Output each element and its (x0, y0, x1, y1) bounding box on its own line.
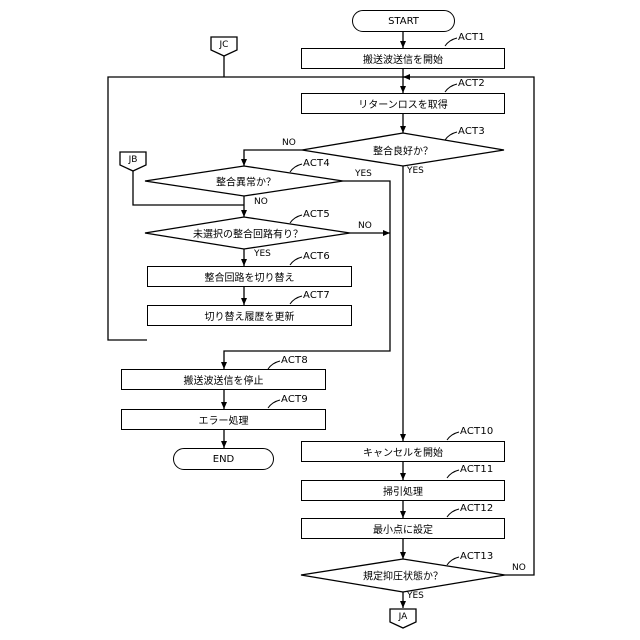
end-terminal: END (173, 448, 274, 470)
decision-act5-text: 未選択の整合回路有り？ (193, 226, 303, 241)
act13-no-label: NO (512, 563, 526, 573)
line-loop-return (108, 77, 403, 340)
start-label: START (388, 16, 419, 27)
process-act2-text: リターンロスを取得 (358, 96, 448, 111)
act7-id: ACT7 (303, 290, 330, 301)
process-act9: エラー処理 (121, 409, 326, 430)
process-act6-text: 整合回路を切り替え (205, 269, 295, 284)
act3-id: ACT3 (458, 126, 485, 137)
process-act1-text: 搬送波送信を開始 (363, 51, 443, 66)
process-act11: 掃引処理 (301, 480, 505, 501)
act3-no-label: NO (282, 138, 296, 148)
decision-act4-text: 整合異常か？ (216, 174, 276, 189)
end-label: END (213, 454, 235, 465)
act5-yes-label: YES (254, 249, 271, 259)
act10-id: ACT10 (460, 426, 493, 437)
act4-id: ACT4 (303, 158, 330, 169)
act9-id: ACT9 (281, 394, 308, 405)
act4-yes-label: YES (355, 169, 372, 179)
process-act12: 最小点に設定 (301, 518, 505, 539)
process-act6: 整合回路を切り替え (147, 266, 352, 287)
process-act12-text: 最小点に設定 (373, 521, 433, 536)
act13-yes-label: YES (407, 591, 424, 601)
process-act10: キャンセルを開始 (301, 441, 505, 462)
act13-id: ACT13 (460, 551, 493, 562)
process-act11-text: 掃引処理 (383, 483, 423, 498)
process-act1: 搬送波送信を開始 (301, 48, 505, 69)
decision-act13-text: 規定抑圧状態か？ (363, 568, 443, 583)
act5-id: ACT5 (303, 209, 330, 220)
act2-id: ACT2 (458, 78, 485, 89)
connector-ja-label: JA (399, 612, 408, 622)
start-terminal: START (352, 10, 455, 32)
process-act9-text: エラー処理 (199, 412, 249, 427)
connector-jb-label: JB (129, 155, 138, 165)
arrow-act3-no (244, 150, 302, 166)
process-act7-text: 切り替え履歴を更新 (205, 308, 295, 323)
process-act8-text: 搬送波送信を停止 (184, 372, 264, 387)
connector-jc-label: JC (220, 40, 229, 50)
process-act10-text: キャンセルを開始 (363, 444, 443, 459)
act3-yes-label: YES (407, 166, 424, 176)
act4-no-label: NO (254, 197, 268, 207)
act6-id: ACT6 (303, 251, 330, 262)
act8-id: ACT8 (281, 355, 308, 366)
decision-act3-text: 整合良好か？ (373, 143, 433, 158)
act12-id: ACT12 (460, 503, 493, 514)
act11-id: ACT11 (460, 464, 493, 475)
act1-id: ACT1 (458, 32, 485, 43)
act5-no-label: NO (358, 221, 372, 231)
process-act8: 搬送波送信を停止 (121, 369, 326, 390)
process-act7: 切り替え履歴を更新 (147, 305, 352, 326)
process-act2: リターンロスを取得 (301, 93, 505, 114)
